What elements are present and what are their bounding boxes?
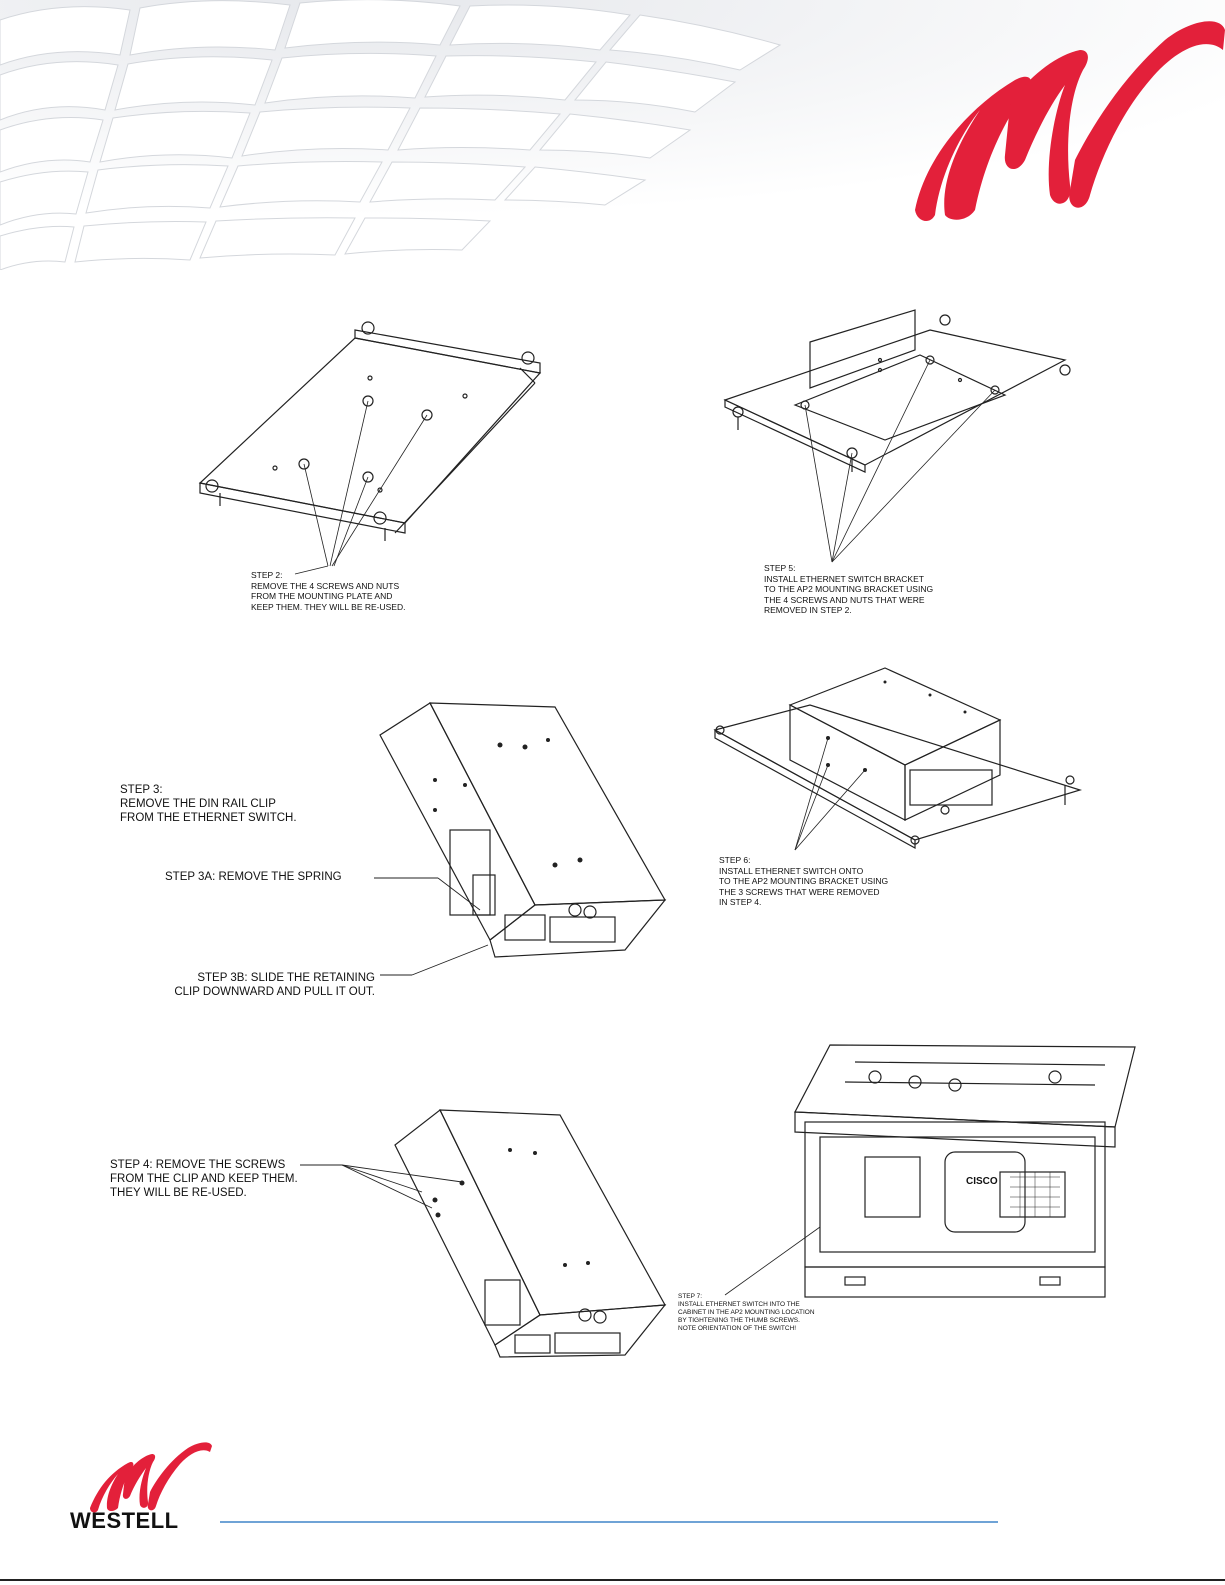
footer-logo-mark: [90, 1442, 212, 1513]
step6-figure: [710, 660, 1090, 860]
step3-label: STEP 3: REMOVE THE DIN RAIL CLIP FROM TH…: [120, 784, 297, 824]
step2-label: STEP 2: REMOVE THE 4 SCREWS AND NUTS FRO…: [251, 570, 406, 612]
cabinet-badge: CISCO: [966, 1176, 998, 1187]
step5-label: STEP 5: INSTALL ETHERNET SWITCH BRACKET …: [764, 563, 934, 615]
step4-label: STEP 4: REMOVE THE SCREWS FROM THE CLIP …: [110, 1159, 298, 1199]
step4-leader-lines: [300, 1164, 463, 1209]
switch-on-bracket-drawing: [713, 667, 1083, 851]
bracket-install-drawing: [723, 309, 1071, 563]
step6-label: STEP 6: INSTALL ETHERNET SWITCH ONTO TO …: [719, 855, 889, 907]
step3-figure: [375, 695, 675, 965]
footer-divider: [220, 1521, 998, 1523]
step4-figure: [390, 1105, 680, 1360]
footer-company-name: WESTELL: [70, 1508, 179, 1533]
step7-label: STEP 7: INSTALL ETHERNET SWITCH INTO THE…: [678, 1293, 815, 1332]
cabinet-drawing: [724, 1044, 1136, 1298]
mounting-plate-drawing: [198, 321, 542, 575]
step3b-label: STEP 3B: SLIDE THE RETAINING CLIP DOWNWA…: [174, 972, 375, 998]
step3-leader-lines: [374, 877, 489, 976]
step3a-label: STEP 3A: REMOVE THE SPRING: [165, 871, 342, 883]
ethernet-switch-clip-drawing: [394, 1109, 667, 1358]
step2-figure: [190, 308, 560, 628]
ethernet-switch-drawing: [379, 702, 667, 958]
step5-figure: [720, 300, 1085, 575]
step7-figure: [655, 1037, 1140, 1327]
brand-logo-mark: [915, 21, 1225, 222]
page-bottom-rule: [0, 1579, 1225, 1581]
